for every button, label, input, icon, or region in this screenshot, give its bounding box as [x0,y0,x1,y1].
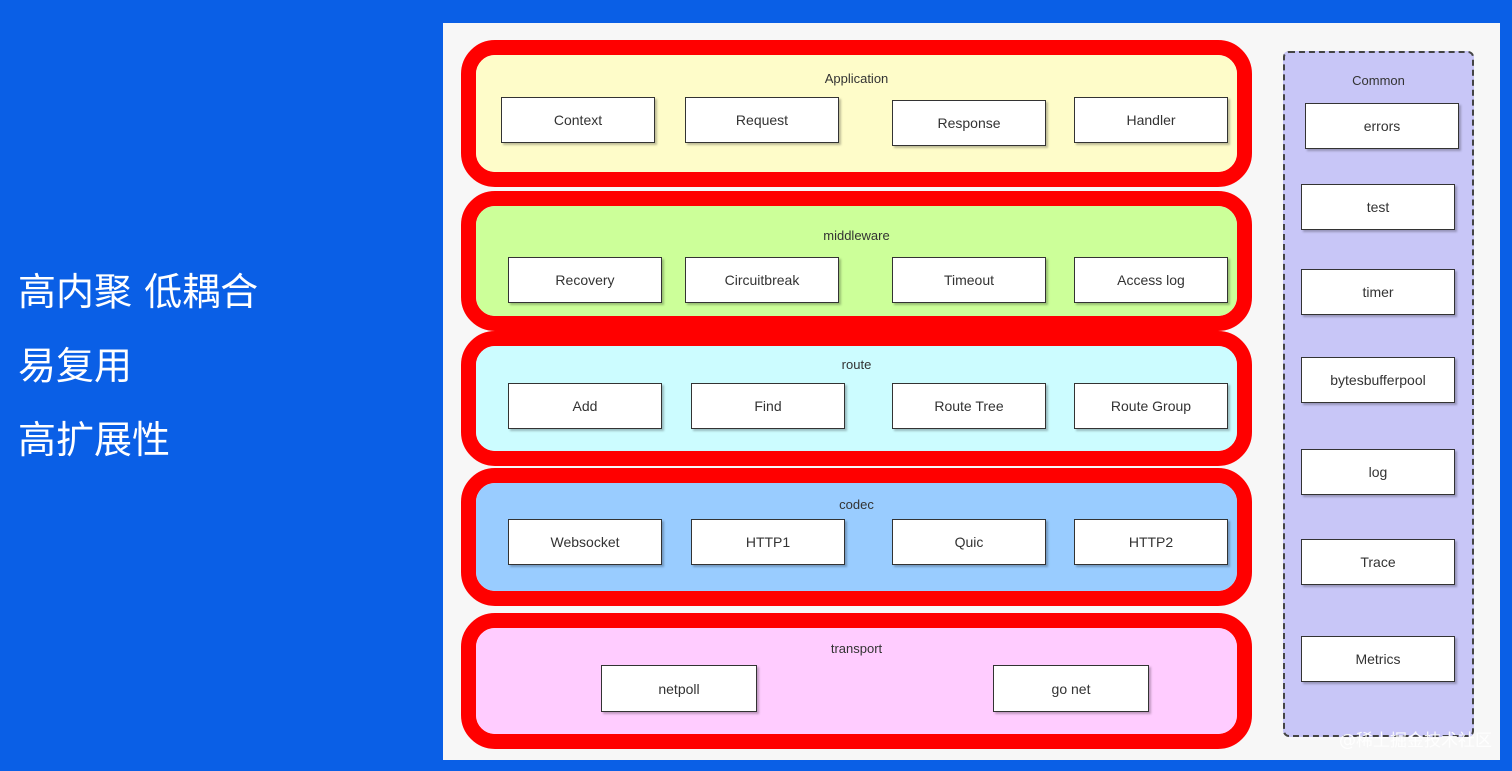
layer-route: route Add Find Route Tree Route Group [461,331,1252,466]
layer-title: middleware [823,228,890,243]
component-box: Add [508,383,662,429]
layer-transport: transport netpoll go net [461,613,1252,749]
architecture-diagram: Application Context Request Response Han… [443,23,1500,760]
layer-application: Application Context Request Response Han… [461,40,1252,187]
layer-title: route [841,357,872,372]
common-item-box: Trace [1301,539,1455,585]
feature-cohesion-coupling: 高内聚 低耦合 [18,270,259,314]
component-box: Timeout [892,257,1046,303]
component-box: HTTP2 [1074,519,1228,565]
common-item-box: test [1301,184,1455,230]
layer-title: Application [824,71,889,86]
component-box: Handler [1074,97,1228,143]
component-box: Access log [1074,257,1228,303]
common-item-box: timer [1301,269,1455,315]
layer-codec: codec Websocket HTTP1 Quic HTTP2 [461,468,1252,606]
watermark: @稀土掘金技术社区 [1339,731,1492,751]
layer-middleware: middleware Recovery Circuitbreak Timeout… [461,191,1252,331]
common-item-box: errors [1305,103,1459,149]
common-title: Common [1352,73,1405,88]
component-box: Route Tree [892,383,1046,429]
feature-extensible: 高扩展性 [18,418,171,462]
feature-reusable: 易复用 [18,344,133,388]
component-box: Websocket [508,519,662,565]
component-box: Quic [892,519,1046,565]
component-box: Response [892,100,1046,146]
component-box: netpoll [601,665,757,712]
common-item-box: Metrics [1301,636,1455,682]
component-box: go net [993,665,1149,712]
feature-list: 高内聚 低耦合 易复用 高扩展性 [18,272,258,494]
common-item-box: log [1301,449,1455,495]
common-column: Common errors test timer bytesbufferpool… [1283,51,1474,737]
component-box: Route Group [1074,383,1228,429]
component-box: Recovery [508,257,662,303]
component-box: Find [691,383,845,429]
component-box: Request [685,97,839,143]
common-item-box: bytesbufferpool [1301,357,1455,403]
component-box: Circuitbreak [685,257,839,303]
component-box: HTTP1 [691,519,845,565]
layer-title: codec [839,497,874,512]
layer-title: transport [830,641,883,656]
component-box: Context [501,97,655,143]
